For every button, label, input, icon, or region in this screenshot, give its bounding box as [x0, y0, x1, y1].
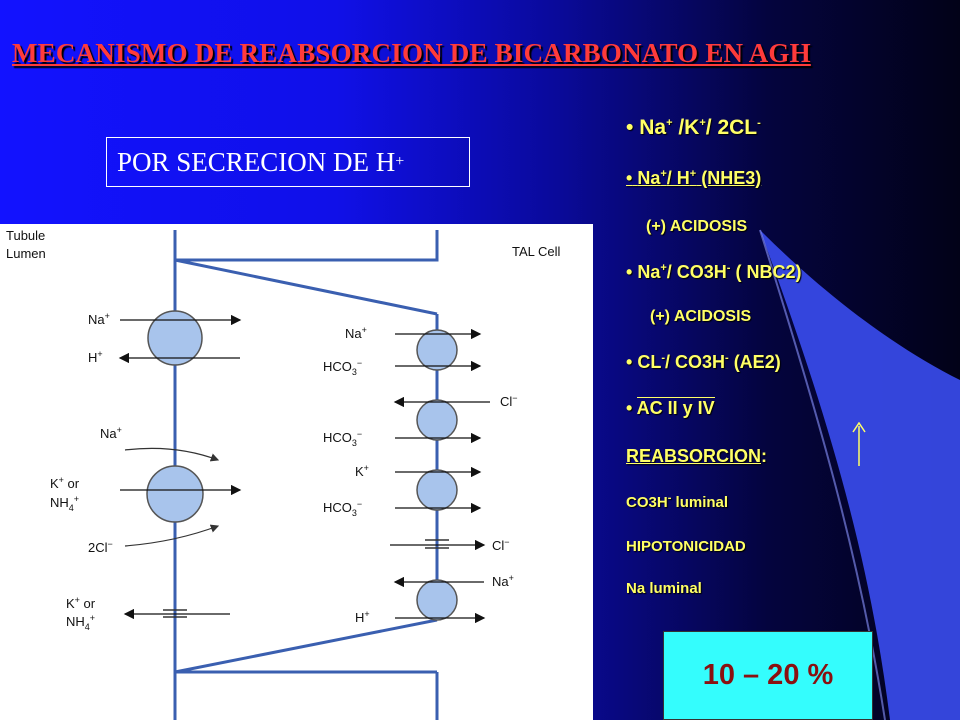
subtitle-sup: + — [395, 153, 405, 170]
nbc2-note: (+) ACIDOSIS — [650, 308, 752, 325]
bullet-dot: • — [626, 116, 634, 139]
basolateral-exchanger — [416, 579, 458, 621]
hco3-label-c: HCO3− — [323, 499, 362, 518]
up-arrow-icon — [852, 422, 866, 466]
item-na-luminal: Na luminal — [626, 580, 702, 597]
tubule-label: Tubule — [6, 228, 45, 243]
nh4-label: NH4+ — [50, 494, 79, 513]
subtitle-text: POR SECRECION DE H — [117, 146, 396, 177]
bullet-nbc2: • Na+/ CO3H- ( NBC2) — [626, 262, 802, 282]
item-hipotonicidad: HIPOTONICIDAD — [626, 538, 746, 555]
nhe-transporter — [147, 310, 203, 366]
reabsorcion-heading: REABSORCION: — [626, 446, 768, 466]
nhe3-note: (+) ACIDOSIS — [646, 218, 748, 235]
cl-curve-arrow — [124, 524, 220, 547]
tal-cell-label: TAL Cell — [512, 244, 561, 259]
na-baso-label: Na+ — [345, 325, 367, 341]
2cl-label: 2Cl− — [88, 539, 113, 555]
basolateral-membrane-top — [175, 230, 439, 262]
hco3-label-a: HCO3− — [323, 358, 362, 377]
na-label-2: Na+ — [100, 425, 122, 441]
swoosh-band — [760, 230, 960, 720]
k-baso-label: K+ — [355, 463, 369, 479]
cell-top-diag — [174, 258, 438, 316]
lumen-label: Lumen — [6, 246, 46, 261]
slide-title: MECANISMO DE REABSORCION DE BICARBONATO … — [12, 38, 811, 68]
na-curve-arrow — [124, 447, 220, 462]
na-label-b: Na+ — [492, 573, 514, 589]
swoosh-edge — [759, 229, 886, 720]
h-label-b: H+ — [355, 609, 370, 625]
bullet-ac: • AC II y IV — [626, 397, 715, 418]
bullet-nkcc: • Na+ /K+/ 2CL- — [626, 116, 761, 139]
subtitle-box: POR SECRECION DE H+ — [106, 137, 470, 187]
nbc-transporter — [416, 329, 458, 371]
item-co3h-luminal: CO3H- luminal — [626, 492, 729, 511]
h-label-1: H+ — [88, 349, 103, 365]
nh4-label-2: NH4+ — [66, 613, 95, 632]
cl-label-b: Cl− — [492, 537, 510, 553]
kcc-transporter — [416, 469, 458, 511]
cl-label-a: Cl− — [500, 393, 518, 409]
nkcc2-transporter — [146, 465, 204, 523]
bullet-nhe3: • Na+/ H+ (NHE3) — [626, 168, 762, 188]
hco3-label-b: HCO3− — [323, 429, 362, 448]
k-or-label-2: K+ or — [66, 595, 96, 611]
percent-box: 10 – 20 % — [663, 631, 873, 720]
transport-diagram: Tubule Lumen TAL Cell Na+ H+ Na+ K+ or N… — [0, 224, 593, 720]
ac-text: AC II y IV — [636, 397, 715, 418]
ae-transporter — [416, 399, 458, 441]
na-label-1: Na+ — [88, 311, 110, 327]
k-or-label: K+ or — [50, 475, 80, 491]
bullet-ae2: • CL-/ CO3H- (AE2) — [626, 352, 781, 372]
cell-bottom-diag — [174, 618, 438, 674]
